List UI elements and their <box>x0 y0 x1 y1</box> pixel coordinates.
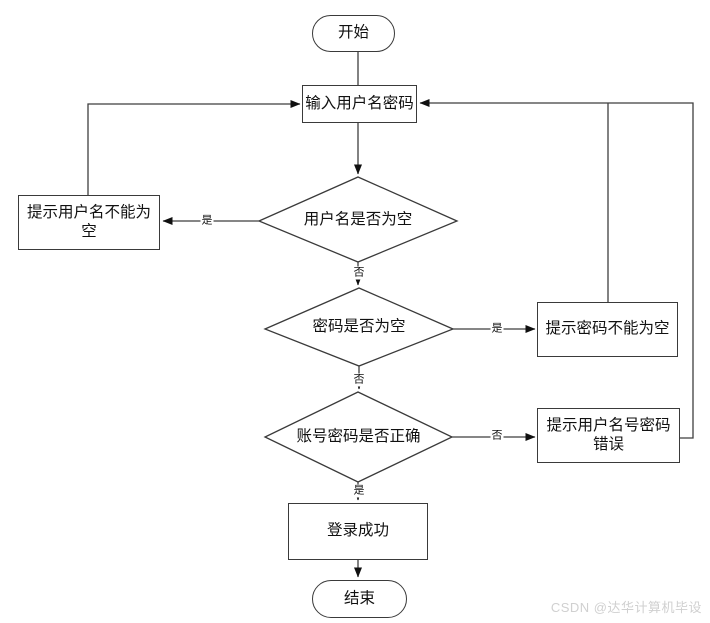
edge-label-no: 否 <box>352 373 366 387</box>
decision-diamond-password <box>263 287 455 367</box>
watermark: CSDN @达华计算机毕设 <box>550 600 702 615</box>
login-success-node: 登录成功 <box>288 503 428 560</box>
hint-password-empty-node: 提示密码不能为空 <box>537 302 678 357</box>
decision-diamond-account <box>263 391 454 483</box>
decision-diamond-username <box>257 176 459 263</box>
edge-hint-username-to-input <box>87 100 301 195</box>
edge-hint-wrong-to-input <box>608 102 694 439</box>
hint-credentials-wrong-node: 提示用户名号密码错误 <box>537 408 680 463</box>
edge-label-yes: 是 <box>352 484 366 498</box>
edge-label-no: 否 <box>352 266 366 280</box>
edge-label-yes: 是 <box>490 322 504 336</box>
end-node: 结束 <box>312 580 407 618</box>
start-node: 开始 <box>312 15 395 52</box>
edge-label-no: 否 <box>490 429 504 443</box>
edge-label-yes: 是 <box>200 214 214 228</box>
hint-username-empty-node: 提示用户名不能为空 <box>18 195 160 250</box>
input-credentials-node: 输入用户名密码 <box>302 85 417 123</box>
